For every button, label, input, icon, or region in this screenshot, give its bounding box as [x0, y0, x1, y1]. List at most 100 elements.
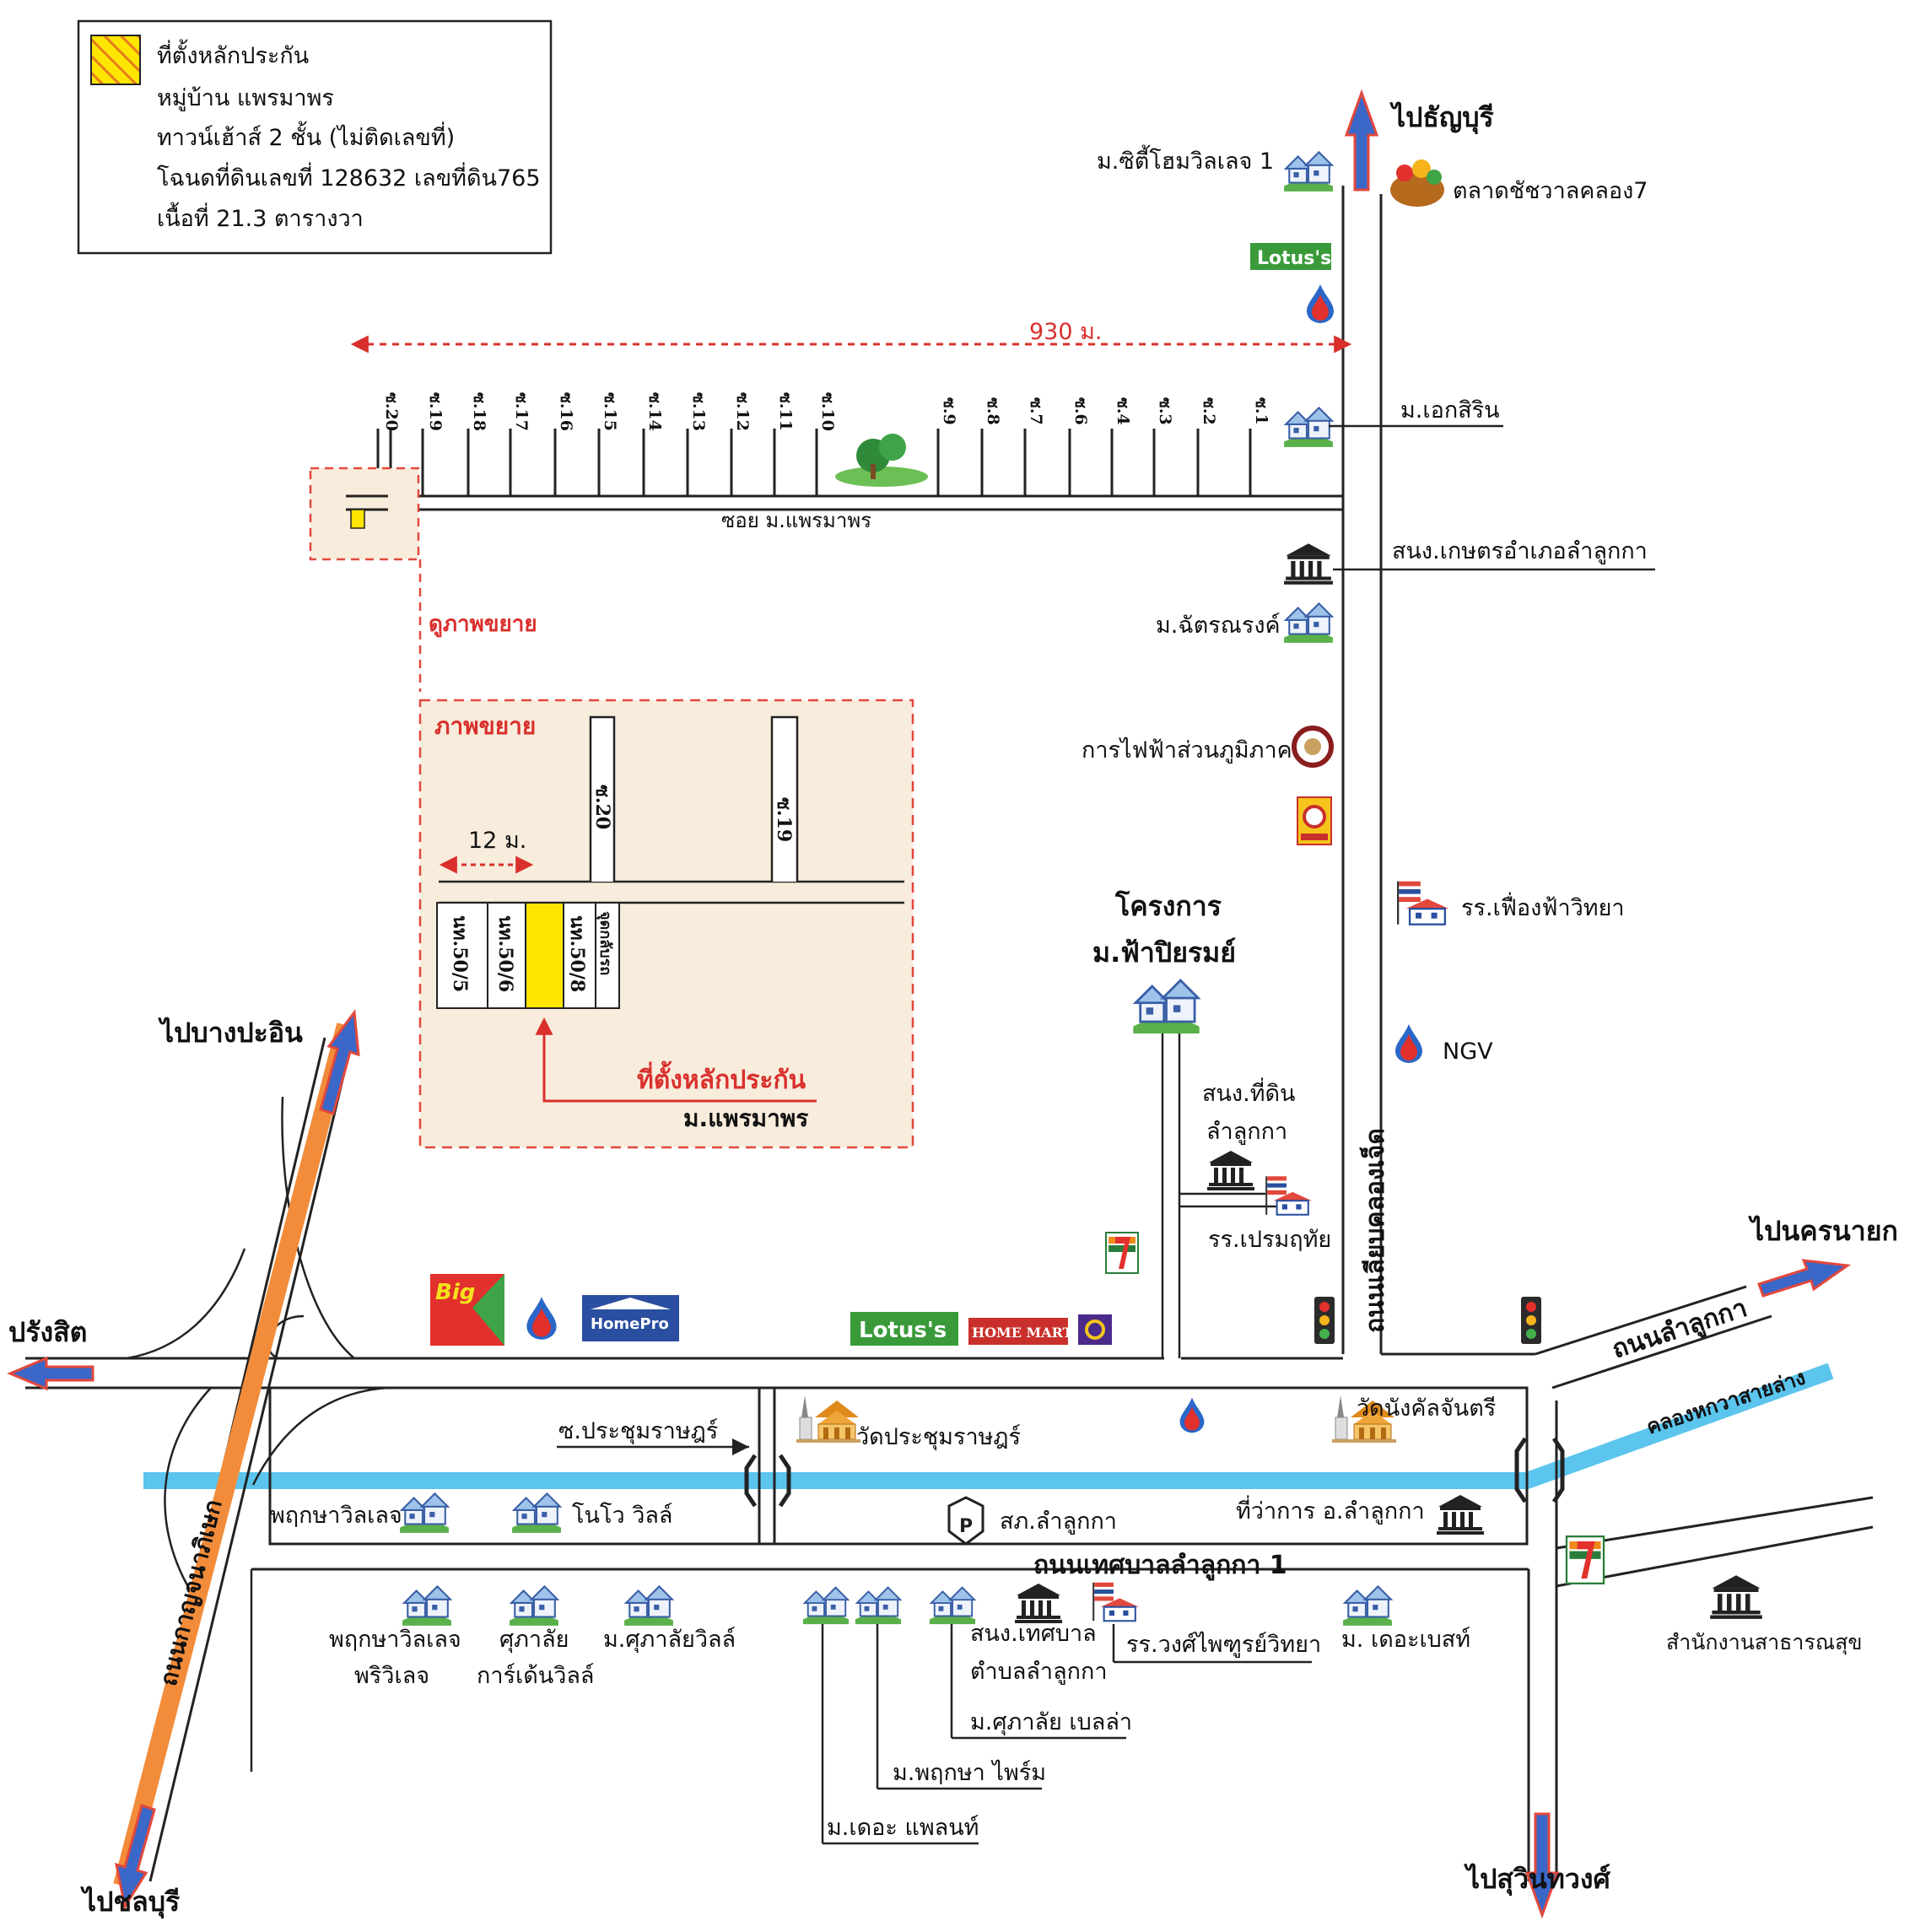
municipal-label: สนง.เทศบาล	[970, 1621, 1097, 1647]
village-icon	[399, 1492, 450, 1533]
market-label: ตลาดชัชวาลคลอง7	[1453, 178, 1648, 204]
direction-southwest: ไปชลบุรี	[80, 1886, 180, 1919]
direction-east: ไปนครนายก	[1748, 1215, 1898, 1247]
lamlukka-road-east-north	[1535, 1285, 1747, 1356]
soi-label: ซ.6	[1071, 397, 1090, 425]
see-enlarged-label: ดูภาพขยาย	[429, 612, 537, 638]
public-health-road-a	[1556, 1496, 1874, 1550]
lot-label: นท.50/5	[449, 915, 471, 992]
lotus-top-logo: Lotus's	[1250, 243, 1331, 270]
public-health-road-b	[1556, 1525, 1874, 1588]
soi-labels: ซ.20 ซ.19 ซ.18 ซ.17 ซ.16 ซ.15 ซ.14 ซ.13 …	[382, 392, 1270, 431]
soi-label: ซ.14	[645, 392, 664, 431]
thesaban-label: ถนนเทศบาลลำลูกกา 1	[1033, 1551, 1287, 1581]
legend-box: ที่ตั้งหลักประกัน หมู่บ้าน แพรมาพร ทาวน์…	[77, 19, 553, 255]
school-icon	[1396, 880, 1450, 926]
gov-office-icon	[1437, 1495, 1484, 1535]
novo-ville-label: โนโว วิลล์	[572, 1502, 672, 1529]
ptt-station-icon	[1307, 284, 1334, 323]
gov-office-icon	[1207, 1151, 1254, 1190]
inset-soi-b: ซ.19	[773, 797, 795, 842]
municipal-label-2: ตำบลลำลูกกา	[970, 1659, 1108, 1685]
arrow-north	[1344, 89, 1379, 192]
inset-title: ภาพขยาย	[434, 712, 536, 740]
ptt-station-icon	[1179, 1397, 1205, 1433]
city-home-label: ม.ซิตี้โฮมวิลเลจ 1	[1097, 144, 1274, 175]
target-pointer	[535, 1017, 817, 1103]
public-health-label: สำนักงานสาธารณสุข	[1666, 1630, 1862, 1655]
collateral-lot	[525, 902, 564, 1009]
pruksa-village-label: พฤกษาวิลเลจ	[270, 1503, 402, 1529]
lotus-main-text: Lotus's	[859, 1318, 947, 1343]
village-icon	[801, 1586, 850, 1626]
soi-label: ซ.1	[1252, 397, 1270, 425]
soi-branches	[376, 429, 1252, 496]
agri-label: สนง.เกษตรอำเภอลำลูกกา	[1392, 538, 1648, 564]
traffic-light-icon	[1521, 1297, 1541, 1344]
school-icon	[1092, 1581, 1141, 1622]
wat-prachum-label: วัดประชุมราษฎร์	[856, 1423, 1021, 1451]
direction-north: ไปธัญบุรี	[1389, 101, 1494, 135]
chatron-label: ม.ฉัตรณรงค์	[1156, 612, 1281, 639]
ptt-station-icon	[526, 1297, 557, 1340]
village-icon	[1283, 407, 1334, 447]
big-c-logo: Big	[430, 1274, 504, 1346]
village-icon	[623, 1585, 674, 1626]
pruksa-prime-label: ม.พฤกษา ไพร์ม	[893, 1759, 1046, 1786]
pea-logo-icon	[1292, 726, 1334, 768]
ngv-station-icon	[1395, 1024, 1422, 1063]
bank-logo-icon	[1078, 1314, 1112, 1345]
lot-label: นท.50/8	[566, 915, 588, 992]
prachum-arrowhead	[732, 1438, 749, 1455]
wongpai-school-label: รร.วงศ์ไพฑูรย์วิทยา	[1126, 1631, 1321, 1658]
homemart-text: HOME MART	[972, 1325, 1073, 1341]
canal-road-label: ถนนเลียบคลองเจ็ด	[1359, 1128, 1390, 1333]
village-icon	[1342, 1585, 1393, 1626]
police-icon: P	[947, 1496, 984, 1546]
soi-label: ซ.3	[1156, 397, 1174, 425]
inset-panel: ภาพขยาย ซ.20 ซ.19 12 ม. นท.50/5 นท.50/6 …	[418, 699, 914, 1149]
arrow-south	[1524, 1812, 1560, 1919]
legend-line: เนื้อที่ 21.3 ตารางวา	[157, 202, 364, 232]
park-icon	[835, 434, 928, 487]
direction-south: ไปสุวินทวงศ์	[1464, 1863, 1610, 1897]
village-icon	[509, 1585, 559, 1626]
fah-village-label: ม.ฟ้าปิยรมย์	[1092, 936, 1236, 969]
soi-label: ซ.9	[940, 397, 958, 425]
soi-label: ซ.20	[382, 392, 401, 431]
village-icon	[1131, 979, 1201, 1033]
lot-label: นท.50/6	[494, 915, 516, 992]
supalai-ville-label: ม.ศุภาลัยวิลล์	[603, 1626, 736, 1654]
direction-northwest: ไปบางปะอิน	[158, 1017, 303, 1049]
soi-label: ซ.7	[1027, 397, 1045, 425]
soi-label: ซ.10	[818, 392, 837, 431]
village-icon	[1283, 602, 1334, 643]
soi-label: ซ.17	[512, 392, 531, 431]
soi-label: ซ.8	[984, 397, 1002, 425]
interchange-ramp-c	[281, 1096, 355, 1359]
soi-label: ซ.19	[426, 392, 445, 431]
big-c-text: Big	[435, 1280, 475, 1305]
arrow-northwest	[319, 1009, 360, 1115]
collateral-mini	[350, 509, 365, 529]
soi-label: ซ.15	[601, 392, 619, 431]
soi-label: ซ.12	[733, 392, 752, 431]
lotus-top-text: Lotus's	[1257, 248, 1331, 269]
wat-nang-label: วัดนังคัลจันตรี	[1357, 1395, 1496, 1422]
fah-project-label: โครงการ	[1114, 890, 1222, 922]
village-icon	[1283, 151, 1334, 192]
ekasirin-label: ม.เอกสิริน	[1400, 397, 1500, 424]
soi-label: ซ.2	[1200, 397, 1218, 425]
police-label: สภ.ลำลูกกา	[1000, 1508, 1117, 1535]
gas-station-logo-icon	[1297, 796, 1332, 845]
arrow-east	[1757, 1259, 1852, 1298]
bridge-icon	[744, 1437, 1565, 1508]
legend-line: หมู่บ้าน แพรมาพร	[157, 85, 334, 111]
soi-label: ซ.11	[776, 392, 795, 431]
target-label: ที่ตั้งหลักประกัน	[637, 1060, 806, 1095]
land-office-label: สนง.ที่ดิน	[1202, 1077, 1296, 1107]
interchange-ramp-b	[251, 1386, 389, 1486]
arrow-west	[7, 1356, 94, 1391]
homepro-logo: HomePro	[582, 1295, 679, 1341]
lot-label: จุดกลับรถ	[596, 911, 614, 975]
